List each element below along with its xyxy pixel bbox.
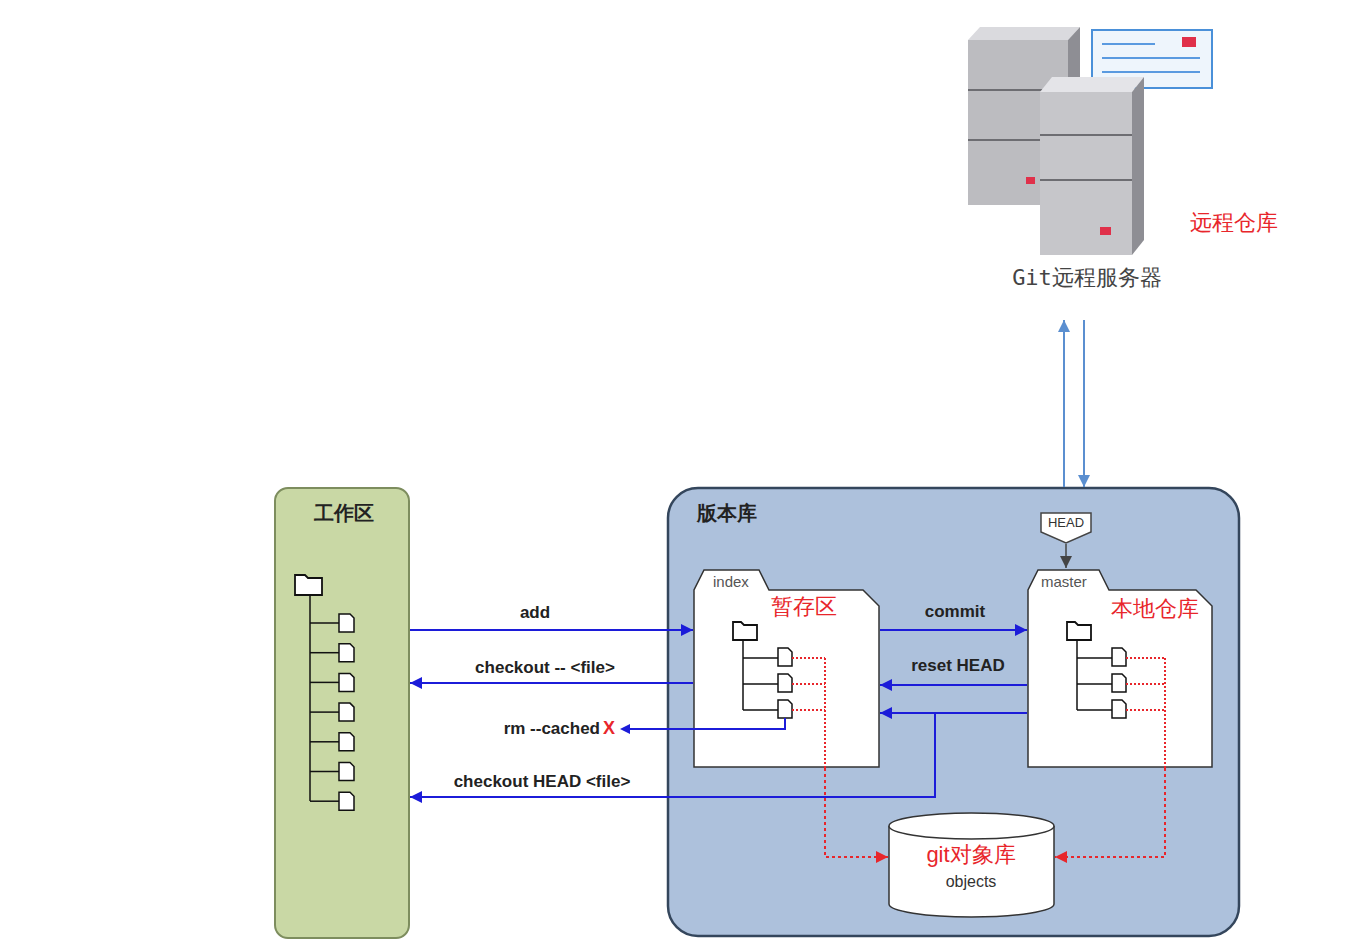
index-folder-text-1: 暂存区 <box>771 594 837 620</box>
file-icon <box>1112 674 1126 692</box>
master-folder: master 本地仓库 <box>1027 568 1213 768</box>
object-link <box>792 657 825 659</box>
head-pointer-text-0: HEAD <box>1048 515 1084 531</box>
index-folder: index 暂存区 <box>693 568 880 768</box>
file-icon <box>778 648 792 666</box>
master-folder-text-0: master <box>1041 573 1087 591</box>
objects-cylinder-text-1: objects <box>946 872 997 891</box>
rm-cached-arrowhead <box>620 724 630 734</box>
tree-branch <box>743 709 778 711</box>
tree-branch <box>1077 657 1112 659</box>
edge-label: reset HEAD <box>911 656 1005 676</box>
repository-box-text-0: 版本库 <box>697 501 757 525</box>
cylinder-top <box>889 813 1054 839</box>
remote-server: 远程仓库 Git远程服务器 <box>960 20 1300 320</box>
tree-branch <box>310 741 339 743</box>
tree-line <box>309 595 311 801</box>
tree-branch <box>310 711 339 713</box>
tree-branch <box>743 683 778 685</box>
tree-branch <box>310 622 339 624</box>
tree-line <box>742 640 744 710</box>
rm-cached-arrow <box>627 718 785 729</box>
object-link <box>1164 658 1166 768</box>
cross-mark: X <box>603 718 615 740</box>
connector <box>410 682 693 684</box>
connector <box>1065 544 1067 568</box>
file-icon <box>339 673 354 691</box>
object-link <box>1126 657 1165 659</box>
object-link <box>792 683 825 685</box>
remote-server-text-0: 远程仓库 <box>1190 210 1278 236</box>
edge-label: checkout -- <file> <box>475 658 615 678</box>
edge-label: commit <box>925 602 985 622</box>
object-link <box>824 658 826 768</box>
edge-label: checkout HEAD <file> <box>454 772 631 792</box>
file-icon <box>339 614 354 632</box>
command-label: rm --cached <box>504 719 600 739</box>
head-outline <box>1041 513 1091 543</box>
connector <box>880 684 1027 686</box>
file-icon <box>1112 648 1126 666</box>
file-icon <box>778 700 792 718</box>
folder-icon <box>1067 622 1091 640</box>
connector <box>1055 768 1165 857</box>
server-illustration <box>968 27 1212 255</box>
tree-branch <box>743 657 778 659</box>
file-icon <box>339 733 354 751</box>
master-folder-text-1: 本地仓库 <box>1111 596 1199 622</box>
file-icon <box>778 674 792 692</box>
object-link <box>792 709 825 711</box>
workspace-box: 工作区 <box>274 487 410 939</box>
connector <box>880 629 1027 631</box>
file-icon <box>339 763 354 781</box>
file-icon <box>339 703 354 721</box>
tree-branch <box>310 771 339 773</box>
objects-cylinder-text-0: git对象库 <box>926 842 1015 868</box>
file-icon <box>339 792 354 810</box>
head-pointer: HEAD <box>1040 512 1092 544</box>
edge-label: add <box>520 603 550 623</box>
connector <box>410 629 693 631</box>
index-folder-text-0: index <box>713 573 749 591</box>
repository-box: 版本库 HEAD index 暂存区 master 本地仓库 git对象库 objects <box>667 487 1240 937</box>
file-icon <box>1112 700 1126 718</box>
connector <box>1063 320 1065 487</box>
folder-outline <box>1028 570 1212 767</box>
tree-branch <box>310 800 339 802</box>
remote-server-text-1: Git远程服务器 <box>1012 265 1162 291</box>
tree-branch <box>310 652 339 654</box>
workspace-box-text-0: 工作区 <box>314 501 374 525</box>
tree-branch <box>1077 709 1112 711</box>
tree-line <box>1076 640 1078 710</box>
folder-icon <box>733 622 757 640</box>
connector <box>825 768 888 857</box>
file-icon <box>339 644 354 662</box>
object-link <box>1126 683 1165 685</box>
tree-branch <box>1077 683 1112 685</box>
folder-outline <box>694 570 879 767</box>
connector <box>1083 320 1085 487</box>
object-link <box>1126 709 1165 711</box>
tree-branch <box>310 682 339 684</box>
workspace-box-shape <box>276 489 412 941</box>
objects-cylinder: git对象库 objects <box>888 812 1055 920</box>
folder-icon <box>295 575 322 595</box>
